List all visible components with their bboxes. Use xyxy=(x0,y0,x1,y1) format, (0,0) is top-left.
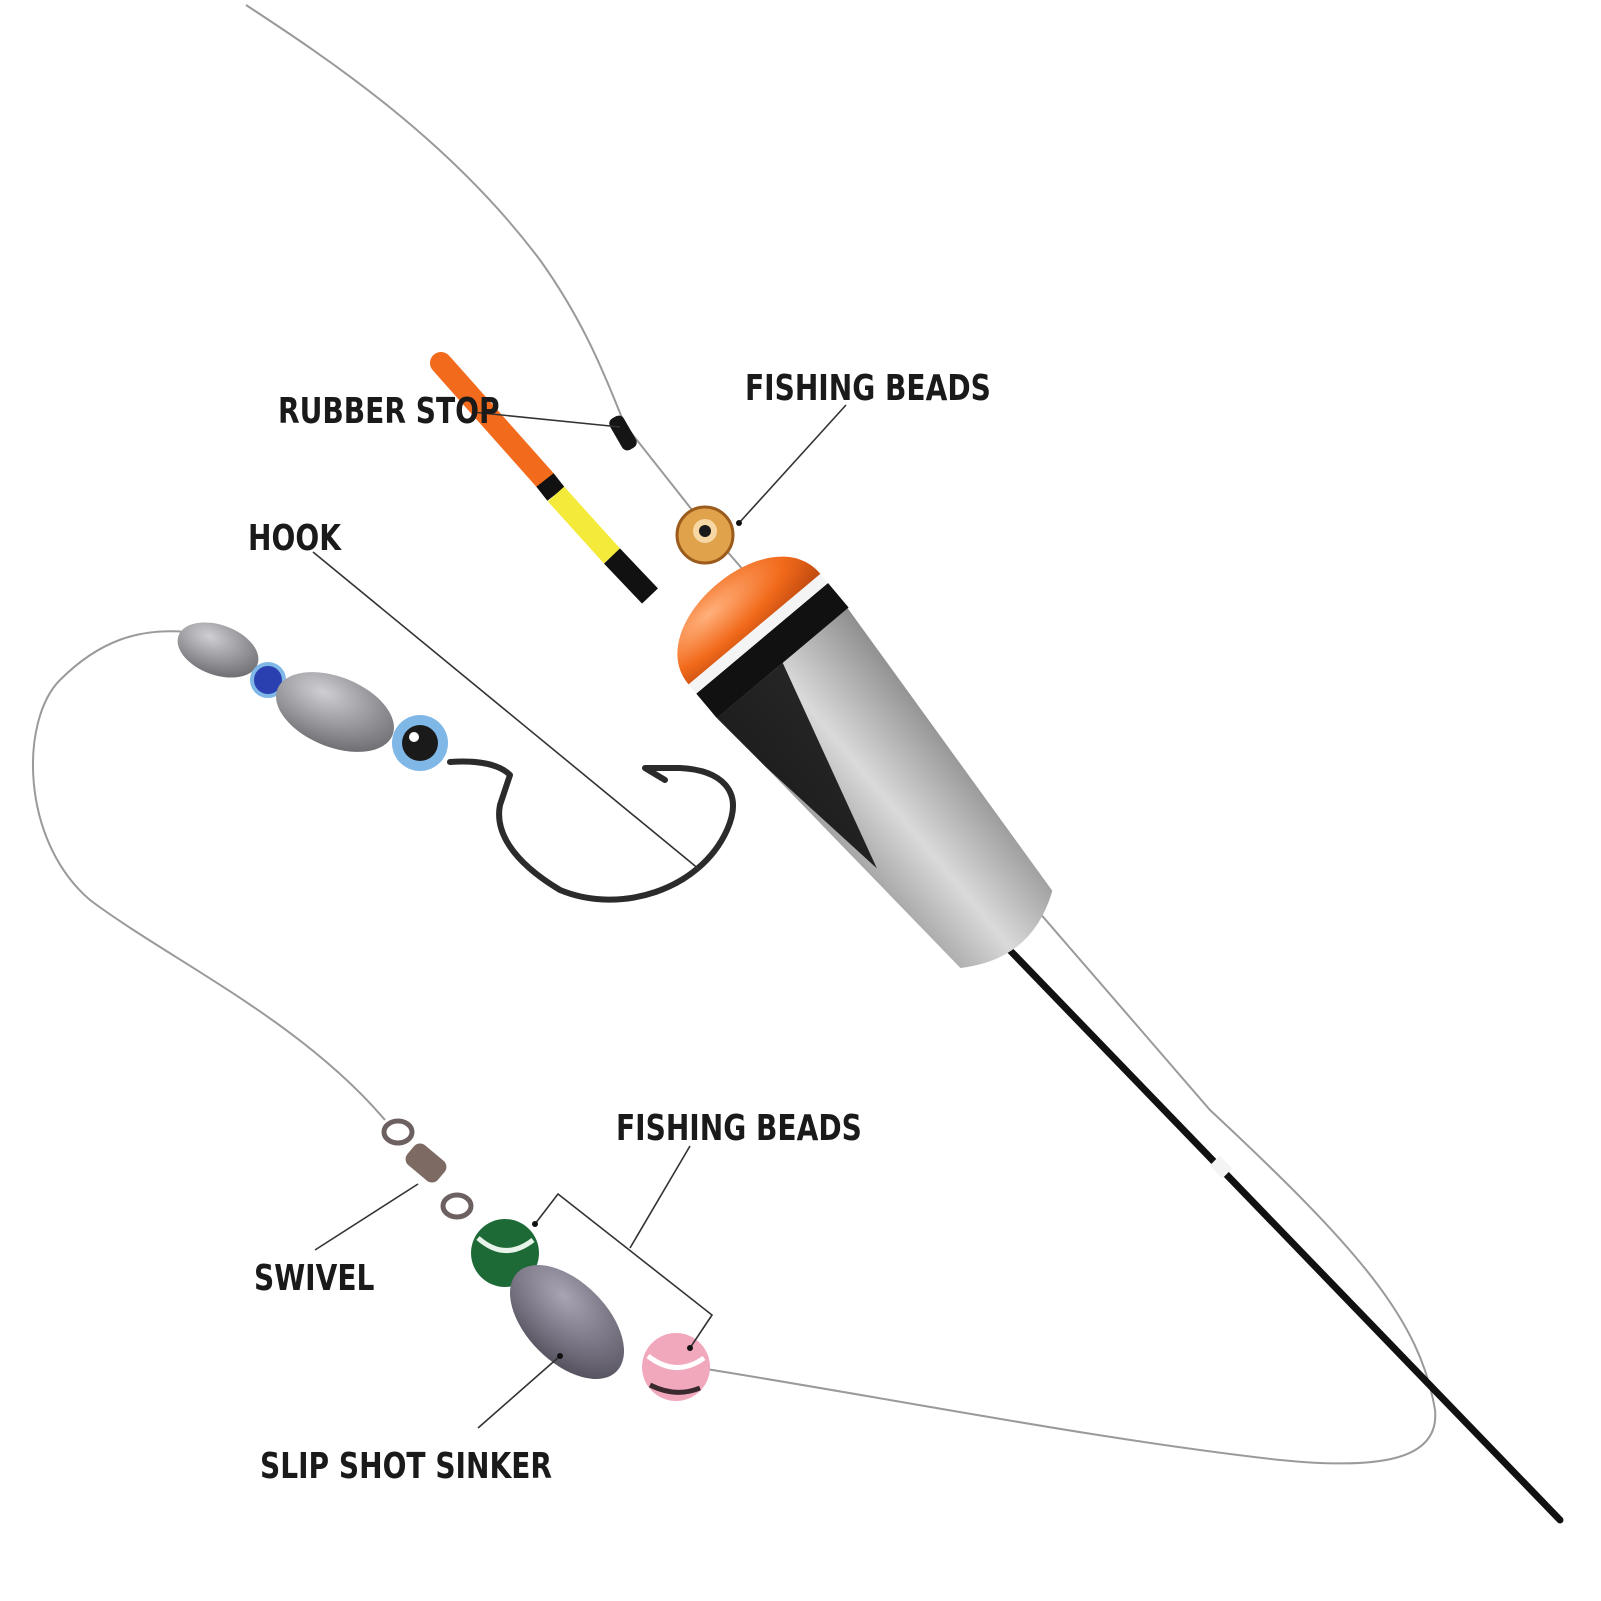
label-rubber-stop: RUBBER STOP xyxy=(278,390,500,432)
swivel-icon xyxy=(381,1118,474,1220)
leader-dot-beads-bottom-1 xyxy=(532,1221,538,1227)
leader-dot-beads-bottom-2 xyxy=(687,1345,693,1351)
stem-white-band xyxy=(1209,1155,1233,1179)
hook-icon xyxy=(447,758,736,903)
float-antenna xyxy=(430,352,658,604)
leader-dot-sinker xyxy=(557,1353,563,1359)
leader-fishing-beads-top xyxy=(738,404,847,524)
fishing-line-leader xyxy=(32,630,386,1121)
label-hook: HOOK xyxy=(248,517,342,559)
leader-dot-fishing-beads-top xyxy=(736,520,742,526)
upper-sinker-assembly xyxy=(177,622,448,771)
fishing-line-main xyxy=(245,4,1437,1465)
float-stem xyxy=(996,936,1564,1524)
leader-slip-shot-sinker xyxy=(477,1355,561,1429)
leader-hook xyxy=(312,551,701,871)
leader-swivel xyxy=(314,1183,419,1251)
label-slip-shot-sinker: SLIP SHOT SINKER xyxy=(260,1445,552,1487)
lower-bead-assembly xyxy=(471,1219,710,1401)
label-fishing-beads-top: FISHING BEADS xyxy=(745,367,991,409)
label-fishing-beads-bottom: FISHING BEADS xyxy=(616,1107,862,1149)
label-swivel: SWIVEL xyxy=(254,1257,374,1299)
leader-fishing-beads-bottom xyxy=(534,1192,714,1349)
float-body xyxy=(677,556,1053,968)
top-fishing-bead-icon xyxy=(675,505,735,565)
leader-fishing-beads-bottom-stem xyxy=(629,1145,691,1249)
leader-rubber-stop xyxy=(471,411,621,428)
rubber-stop-icon xyxy=(609,415,637,451)
